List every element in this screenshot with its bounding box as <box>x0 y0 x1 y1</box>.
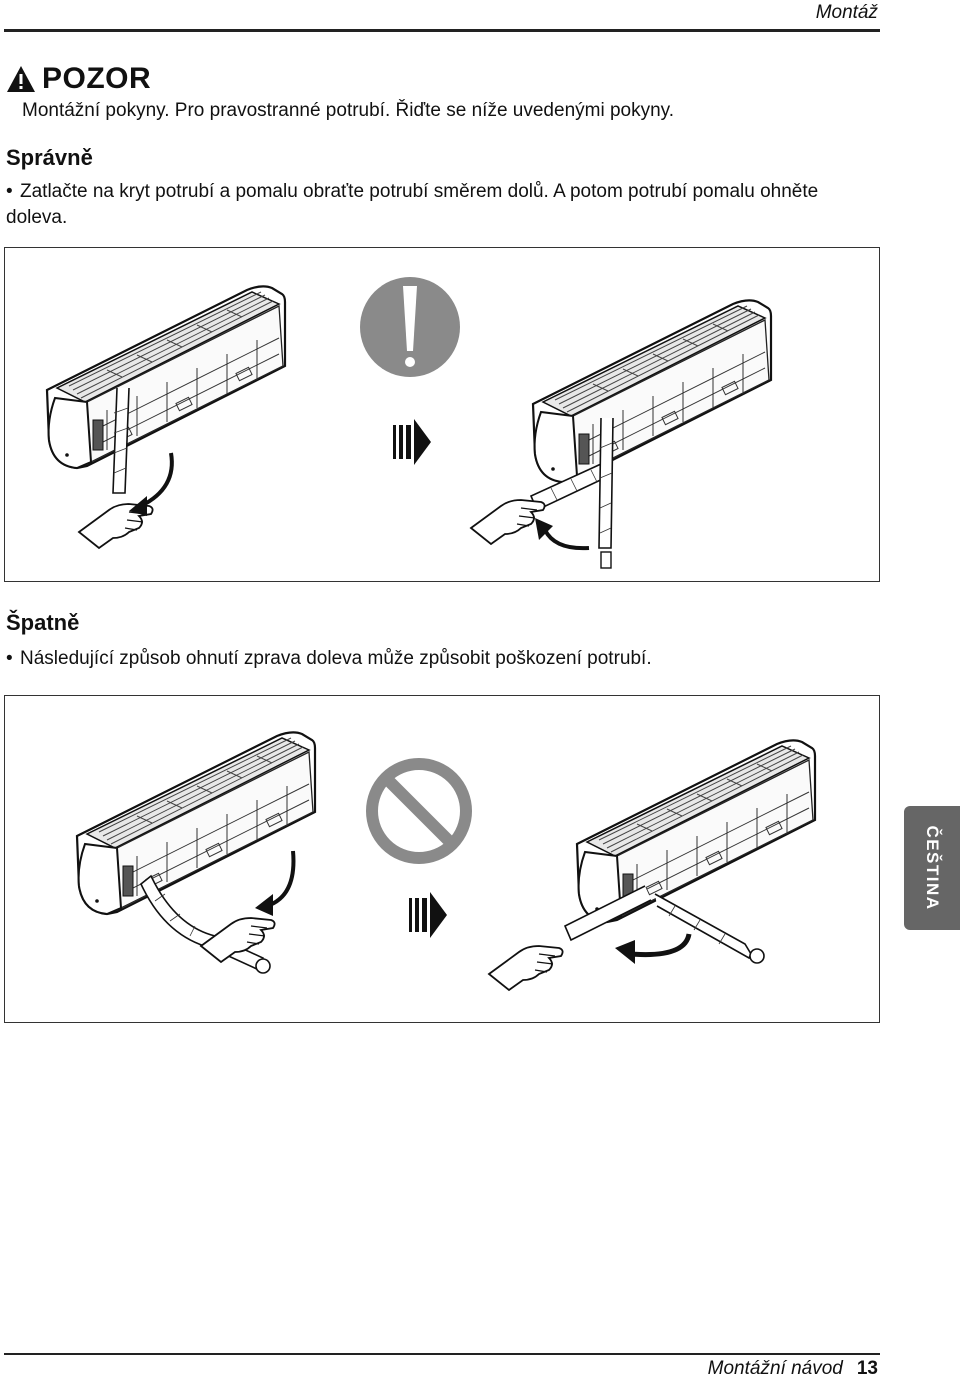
caution-text: Montážní pokyny. Pro pravostranné potrub… <box>22 100 675 121</box>
running-header: Montáž <box>815 2 878 23</box>
language-tab: ČEŠTINA <box>904 806 960 930</box>
language-tab-label: ČEŠTINA <box>923 825 942 911</box>
footer-rule <box>4 1353 880 1355</box>
caution-heading: POZOR <box>6 62 151 96</box>
correct-bullet: •Zatlačte na kryt potrubí a pomalu obrať… <box>6 181 819 228</box>
wrong-illustration <box>75 731 817 991</box>
footer-title: Montážní návod <box>707 1358 843 1379</box>
step-arrow-icon-2 <box>409 892 447 938</box>
correct-illustration-panel <box>4 247 880 582</box>
page-number: 13 <box>856 1358 878 1379</box>
header-rule <box>4 29 880 32</box>
wrong-bullet-text: Následující způsob ohnutí zprava doleva … <box>20 648 652 669</box>
page-footer: Montážní návod 13 <box>708 1358 878 1380</box>
exclamation-circle-icon <box>360 277 460 377</box>
section-title-correct: Správně <box>6 145 93 170</box>
warning-triangle-icon <box>7 66 35 92</box>
correct-illustration <box>45 277 773 569</box>
correct-bullet-text: Zatlačte na kryt potrubí a pomalu obraťt… <box>6 181 819 228</box>
section-title-wrong: Špatně <box>6 610 80 635</box>
wrong-bullet: •Následující způsob ohnutí zprava doleva… <box>6 648 652 669</box>
wrong-illustration-panel <box>4 695 880 1023</box>
caution-title: POZOR <box>42 62 152 95</box>
no-entry-icon <box>366 758 472 864</box>
step-arrow-icon <box>393 419 431 465</box>
